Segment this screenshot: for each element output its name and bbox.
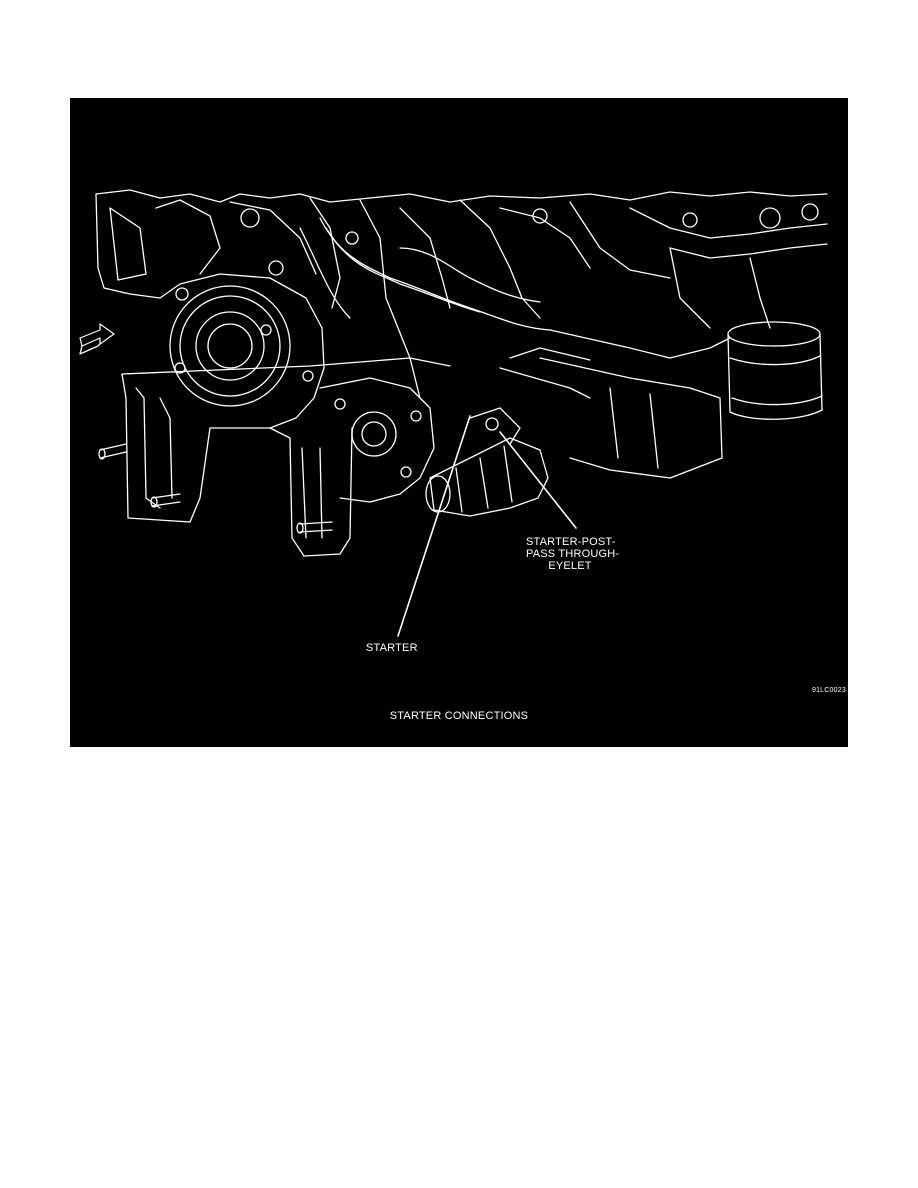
engine-block-outline	[95, 189, 828, 203]
oil-filter	[727, 333, 823, 420]
starter-motor	[429, 437, 549, 517]
front-arrow-icon	[79, 323, 115, 355]
starter-post-eyelet-callout: STARTER-POST- PASS THROUGH- EYELET	[526, 536, 620, 572]
crank-pulley	[169, 285, 291, 407]
callout-line: EYELET	[548, 560, 592, 572]
wiring-harness	[319, 217, 551, 331]
starter-connections-figure: STARTER STARTER-POST- PASS THROUGH- EYEL…	[70, 98, 848, 747]
starter-leader-line	[397, 415, 471, 637]
starter-callout: STARTER	[366, 642, 418, 654]
starter-post-leader-line	[499, 431, 577, 529]
figure-code: 91LC0023	[812, 687, 846, 694]
figure-caption: STARTER CONNECTIONS	[389, 710, 529, 722]
callout-line: PASS THROUGH-	[526, 548, 620, 560]
engine-line-drawing	[79, 189, 828, 637]
callout-line: STARTER-POST-	[526, 536, 616, 548]
starter-bracket	[319, 377, 435, 503]
